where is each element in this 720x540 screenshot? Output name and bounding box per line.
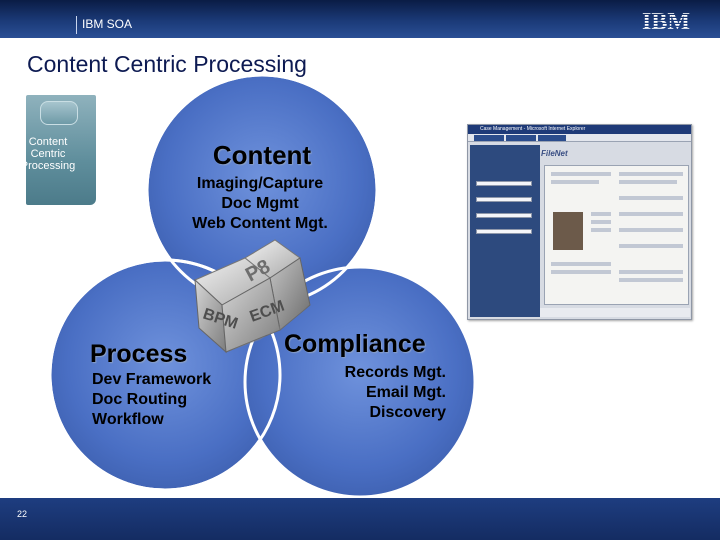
shot-filenet-logo: FileNet (541, 149, 568, 158)
shot-form (544, 165, 689, 305)
compliance-item: Records Mgt. (316, 363, 446, 383)
process-items: Dev Framework Doc Routing Workflow (92, 370, 252, 430)
content-item: Web Content Mgt. (170, 214, 350, 234)
shot-field (476, 229, 532, 234)
process-item: Doc Routing (92, 390, 252, 410)
shot-field (476, 181, 532, 186)
compliance-item: Email Mgt. (316, 383, 446, 403)
shot-tab (538, 135, 566, 141)
app-screenshot: Case Management - Microsoft Internet Exp… (467, 124, 692, 320)
footer-band (0, 498, 720, 540)
shot-tab (506, 135, 536, 141)
compliance-items: Records Mgt. Email Mgt. Discovery (316, 363, 446, 423)
shot-footer (540, 308, 690, 317)
shot-window-title: Case Management - Microsoft Internet Exp… (480, 126, 585, 132)
process-item: Workflow (92, 410, 252, 430)
page-number: 22 (17, 509, 27, 519)
content-item: Imaging/Capture (170, 174, 350, 194)
shot-field (476, 197, 532, 202)
shot-tab (474, 135, 504, 141)
shot-field (476, 213, 532, 218)
process-title: Process (90, 340, 214, 369)
content-items: Imaging/Capture Doc Mgmt Web Content Mgt… (170, 174, 350, 234)
content-title: Content (200, 140, 324, 171)
content-item: Doc Mgmt (170, 194, 350, 214)
process-item: Dev Framework (92, 370, 252, 390)
compliance-title: Compliance (284, 330, 454, 359)
compliance-item: Discovery (316, 403, 446, 423)
